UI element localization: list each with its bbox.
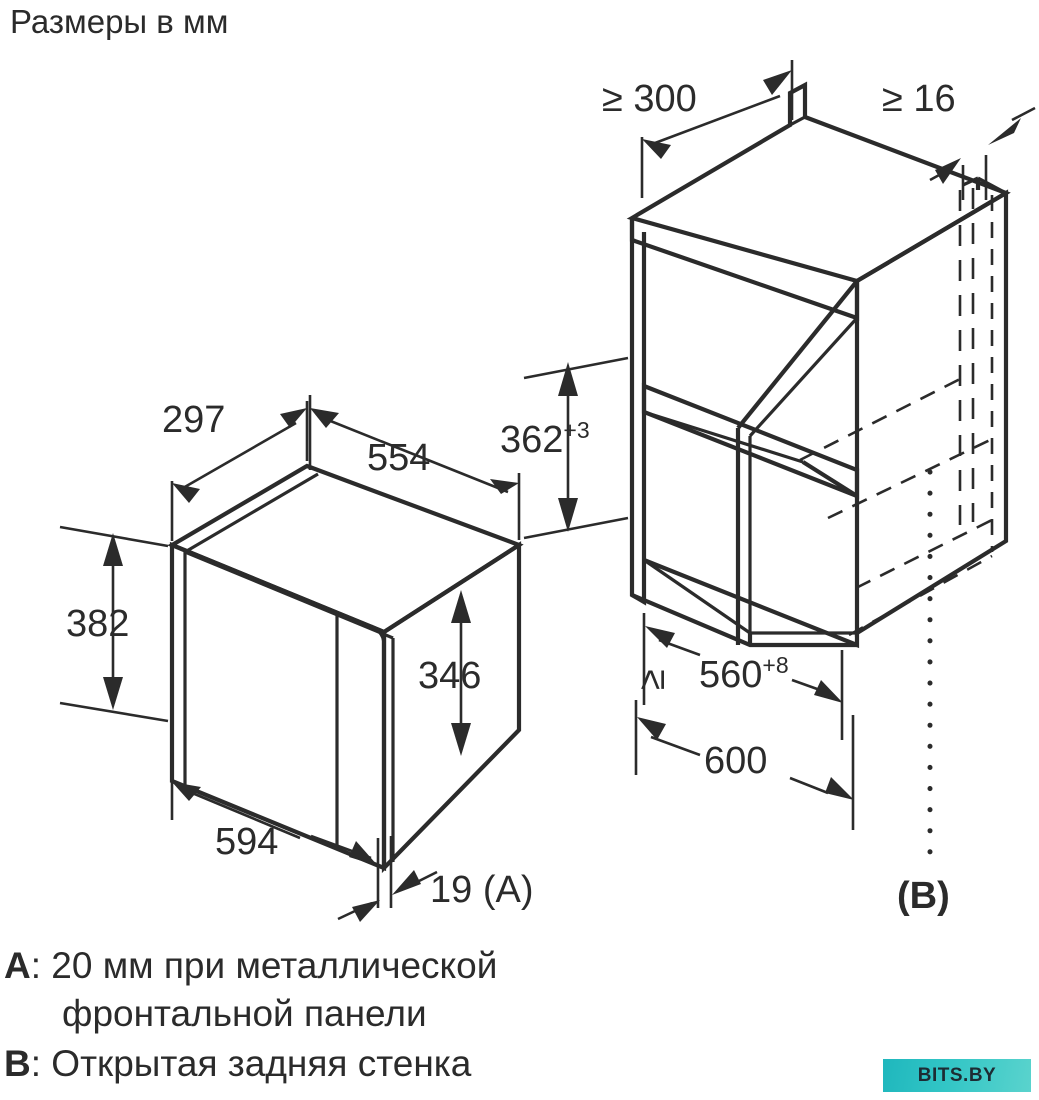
cabinet-top-thickness-line <box>631 238 858 320</box>
dim-594: 594 <box>170 752 378 866</box>
dim-554-arrow-left <box>310 408 339 428</box>
dim-382-arrow-up <box>103 533 123 566</box>
dim-594-arrow-left <box>172 782 201 801</box>
cabinet-hidden-shelf-diag <box>799 373 969 462</box>
cabinet-right-notch-top <box>977 176 1007 195</box>
open-back-marker-B: (B) <box>897 469 950 917</box>
cabinet-right-notch-lip <box>962 176 979 187</box>
watermark-badge: BITS.BY <box>883 1059 1031 1092</box>
cabinet-right-side-panel <box>854 189 1009 637</box>
dim-19-arrow-lower <box>352 900 380 922</box>
cabinet-bottom-inner-diag <box>643 558 751 635</box>
cabinet-hidden-bottom-diag-2 <box>855 518 993 590</box>
cabinet-upper-right-diag <box>736 279 859 430</box>
legend-row-b: B: Открытая задняя стенка <box>4 1043 472 1084</box>
dim-16: ≥ 16 <box>882 78 1036 200</box>
dim-19-A: 19 (A) <box>337 869 533 922</box>
dim-297-arrow-left <box>172 483 200 503</box>
legend-block: A: 20 мм при металлической фронтальной п… <box>4 945 497 1084</box>
dim-362-label: 362+3 <box>500 417 590 461</box>
appliance-front-corner-round <box>370 624 386 856</box>
dim-560-ge-icon: ≥ <box>631 669 673 690</box>
dim-346-label: 346 <box>418 655 481 697</box>
dim-300-leader <box>654 94 781 145</box>
cabinet-shelf-inner <box>643 410 804 464</box>
page-title: Размеры в мм <box>10 3 228 40</box>
dim-560-arrow-right <box>814 680 843 703</box>
dim-382-arrow-down <box>103 677 123 710</box>
dim-560-leader-right <box>791 678 821 692</box>
appliance-drawing <box>167 463 524 908</box>
dim-382-label: 382 <box>66 603 129 645</box>
dim-554-leader <box>322 416 509 494</box>
cabinet-drawing <box>626 81 1011 649</box>
cabinet-shelf-right-edge <box>801 460 859 498</box>
cabinet-top-notch-inner <box>789 115 806 127</box>
dim-600-leader-left <box>650 735 701 757</box>
dim-297-arrow-right <box>280 408 307 428</box>
dim-560-arrow-left <box>645 626 675 648</box>
appliance-side-face <box>381 541 522 874</box>
dim-594-label: 594 <box>215 821 278 863</box>
dim-560: ≥ 560+8 <box>631 613 844 740</box>
appliance-top-face <box>167 463 524 635</box>
dim-362: 362+3 <box>500 356 629 540</box>
label-B: (B) <box>897 875 950 917</box>
dim-362-arrow-up <box>558 362 578 396</box>
dim-16-leader-right <box>1011 106 1036 122</box>
appliance-top-edge-bevel <box>184 472 319 554</box>
dim-554: 554 <box>308 395 521 540</box>
dim-382: 382 <box>59 525 169 723</box>
dim-346-arrow-down <box>451 723 471 756</box>
dim-594-leader-l <box>184 788 301 840</box>
dim-346-arrow-up <box>451 590 471 623</box>
dim-362-ext-bottom <box>523 516 629 540</box>
dim-362-arrow-down <box>558 498 578 532</box>
svg-text:≥: ≥ <box>631 669 673 690</box>
dim-297-leader <box>182 421 297 490</box>
dim-16-arrow-right <box>988 118 1021 145</box>
dim-16-arrow-left <box>935 158 961 184</box>
dim-300-arrow-left <box>642 139 671 159</box>
cabinet-hidden-mid-diag <box>827 438 991 520</box>
watermark-text: BITS.BY <box>917 1064 997 1086</box>
dim-600-label: 600 <box>704 740 767 782</box>
legend-row-a-cont: фронтальной панели <box>62 993 427 1034</box>
dim-300-arrow-right <box>763 70 792 95</box>
dim-297: 297 <box>162 399 309 541</box>
dim-19-arrow-upper <box>392 870 421 895</box>
dim-594-arrow-right <box>349 841 378 866</box>
dim-554-label: 554 <box>367 437 430 479</box>
dim-600-arrow-right <box>825 777 854 800</box>
appliance-top-inner-diagonal <box>184 550 394 640</box>
dim-554-arrow-right <box>490 479 519 494</box>
dim-19-label: 19 (A) <box>430 869 533 911</box>
dim-16-label: ≥ 16 <box>882 78 956 120</box>
legend-row-a: A: 20 мм при металлической <box>4 945 497 986</box>
appliance-front-face <box>169 541 387 872</box>
dim-600: 600 <box>634 700 855 830</box>
dim-560-label: 560+8 <box>699 652 789 696</box>
dim-297-label: 297 <box>162 399 225 441</box>
dim-362-ext-top <box>523 356 629 380</box>
dim-382-ext-bottom <box>59 701 169 723</box>
dim-300-label: ≥ 300 <box>602 78 697 120</box>
dim-600-leader-right <box>789 776 829 795</box>
dim-346: 346 <box>418 590 481 756</box>
cabinet-top-panel-thickness <box>629 218 860 321</box>
cabinet-upper-right-diag-inner <box>748 316 859 438</box>
dim-300: ≥ 300 <box>602 60 794 198</box>
dim-600-arrow-left <box>637 717 666 740</box>
